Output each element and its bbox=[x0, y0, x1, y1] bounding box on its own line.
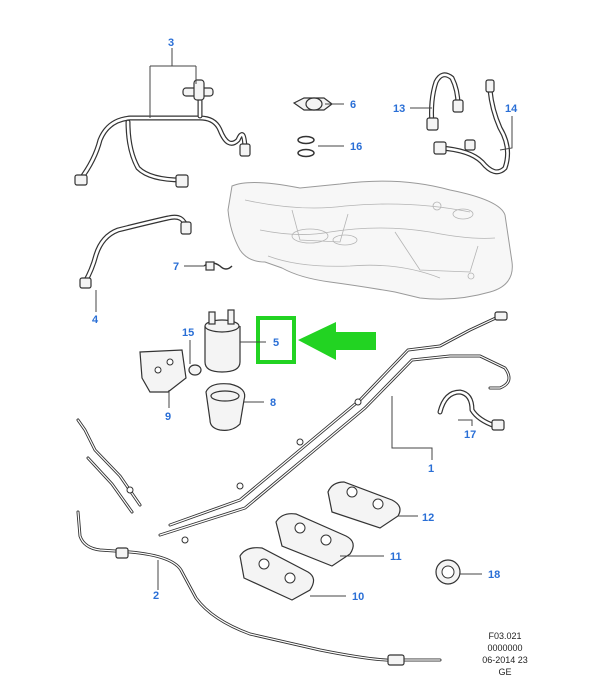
callout-17: 17 bbox=[464, 429, 476, 441]
callout-13: 13 bbox=[393, 103, 405, 115]
callout-11: 11 bbox=[390, 551, 402, 563]
callout-labels: 1 2 3 4 5 6 7 8 9 10 11 12 13 14 15 16 1… bbox=[92, 37, 518, 603]
part-18-grommet bbox=[435, 559, 461, 585]
part-4-hose bbox=[79, 214, 192, 289]
callout-18: 18 bbox=[488, 569, 500, 581]
leader-lines bbox=[95, 48, 513, 597]
part-5-fuel-filter bbox=[204, 309, 241, 373]
part-8-filter-holder bbox=[205, 383, 246, 431]
reference-block: F03.021 0000000 06-2014 23 GE bbox=[482, 631, 528, 677]
callout-8: 8 bbox=[270, 397, 276, 409]
part-14-hose bbox=[433, 79, 511, 175]
part-13-hose bbox=[426, 72, 464, 131]
fuel-tank bbox=[227, 180, 513, 300]
callout-16: 16 bbox=[350, 141, 362, 153]
part-11-clip bbox=[275, 513, 354, 567]
callout-7: 7 bbox=[173, 261, 179, 273]
callout-4: 4 bbox=[92, 314, 99, 326]
part-1-fuel-lines bbox=[76, 311, 511, 544]
part-10-clip bbox=[239, 547, 315, 601]
reference-number: 0000000 bbox=[487, 643, 522, 653]
callout-2: 2 bbox=[153, 590, 159, 602]
highlight-marker bbox=[240, 316, 376, 364]
part-9-bracket bbox=[139, 349, 187, 393]
callout-15: 15 bbox=[182, 327, 194, 339]
reference-code: F03.021 bbox=[488, 631, 521, 641]
part-15-cap bbox=[188, 364, 202, 376]
callout-9: 9 bbox=[165, 411, 171, 423]
callout-14: 14 bbox=[505, 103, 518, 115]
callout-1: 1 bbox=[428, 463, 434, 475]
part-16-o-rings bbox=[297, 135, 315, 158]
highlight-box bbox=[256, 316, 296, 364]
part-12-clip bbox=[327, 481, 401, 529]
callout-5: 5 bbox=[273, 337, 279, 349]
part-7-clip bbox=[203, 261, 233, 271]
reference-date: 06-2014 23 bbox=[482, 655, 528, 665]
part-17-hose bbox=[437, 389, 505, 431]
reference-locale: GE bbox=[498, 667, 511, 677]
callout-6: 6 bbox=[350, 99, 356, 111]
part-3-vent-hose-assembly bbox=[74, 79, 251, 188]
callout-10: 10 bbox=[352, 591, 364, 603]
callout-3: 3 bbox=[168, 37, 174, 49]
callout-12: 12 bbox=[422, 512, 434, 524]
pointer-arrow-icon bbox=[298, 322, 376, 360]
part-2-pipe bbox=[76, 510, 442, 666]
